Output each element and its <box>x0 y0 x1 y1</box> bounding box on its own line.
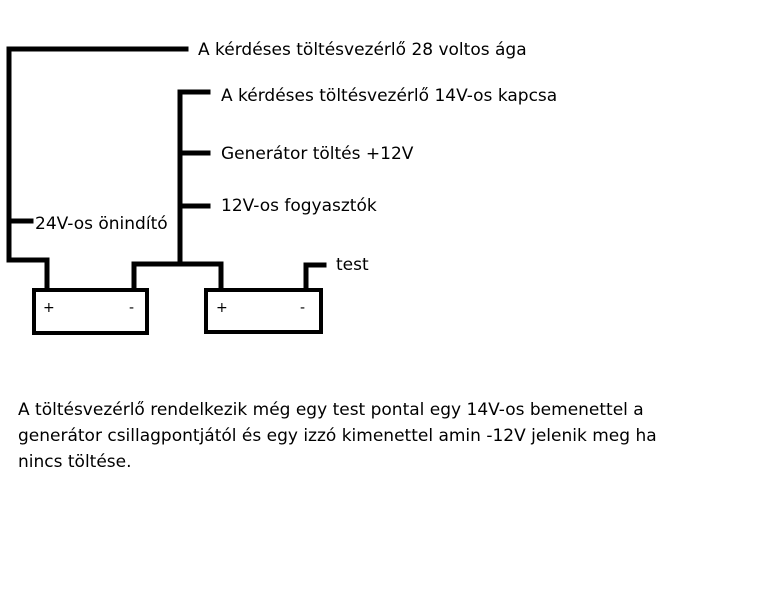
battery-2 <box>204 288 323 334</box>
label-ground: test <box>336 255 369 275</box>
label-generator-charge: Generátor töltés +12V <box>221 144 414 164</box>
battery-2-plus-sign: + <box>216 300 228 316</box>
battery-2-minus-sign: - <box>300 300 305 316</box>
wire-series-link <box>131 261 224 291</box>
description-note: A töltésvezérlő rendelkezik még egy test… <box>18 400 657 472</box>
label-consumers-12v: 12V-os fogyasztók <box>221 196 377 216</box>
wire-28v-branch <box>6 46 189 291</box>
wire-ground <box>303 262 327 291</box>
label-starter-24v: 24V-os önindító <box>35 214 168 234</box>
battery-1-plus-sign: + <box>43 300 55 316</box>
label-28v-branch: A kérdéses töltésvezérlő 28 voltos ága <box>198 40 527 60</box>
label-14v-terminal: A kérdéses töltésvezérlő 14V-os kapcsa <box>221 86 557 106</box>
battery-1 <box>32 288 149 335</box>
battery-1-minus-sign: - <box>129 300 134 316</box>
wire-14v-bus <box>177 89 211 267</box>
